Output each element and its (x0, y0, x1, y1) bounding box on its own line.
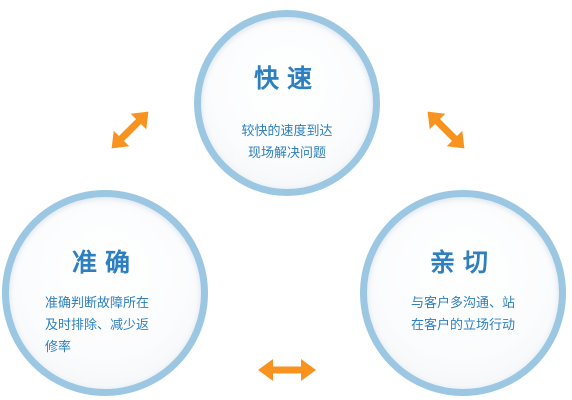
node-title: 快速 (253, 64, 320, 93)
node-description: 准确判断故障所在 及时排除、减少返 修率 (45, 296, 150, 355)
node-description: 与客户多沟通、站 在客户的立场行动 (410, 296, 515, 333)
node-title: 亲切 (429, 248, 496, 277)
node-title: 准确 (71, 248, 138, 277)
node-kind: 亲切 与客户多沟通、站 在客户的立场行动 (360, 190, 566, 396)
double-arrow-icon (427, 111, 465, 149)
double-arrow-icon (111, 111, 149, 149)
node-fast: 快速 较快的速度到达 现场解决问题 (194, 10, 380, 196)
node-accurate: 准确 准确判断故障所在 及时排除、减少返 修率 (2, 190, 208, 396)
node-description: 较快的速度到达 现场解决问题 (241, 124, 333, 161)
double-arrow-icon (258, 359, 316, 381)
